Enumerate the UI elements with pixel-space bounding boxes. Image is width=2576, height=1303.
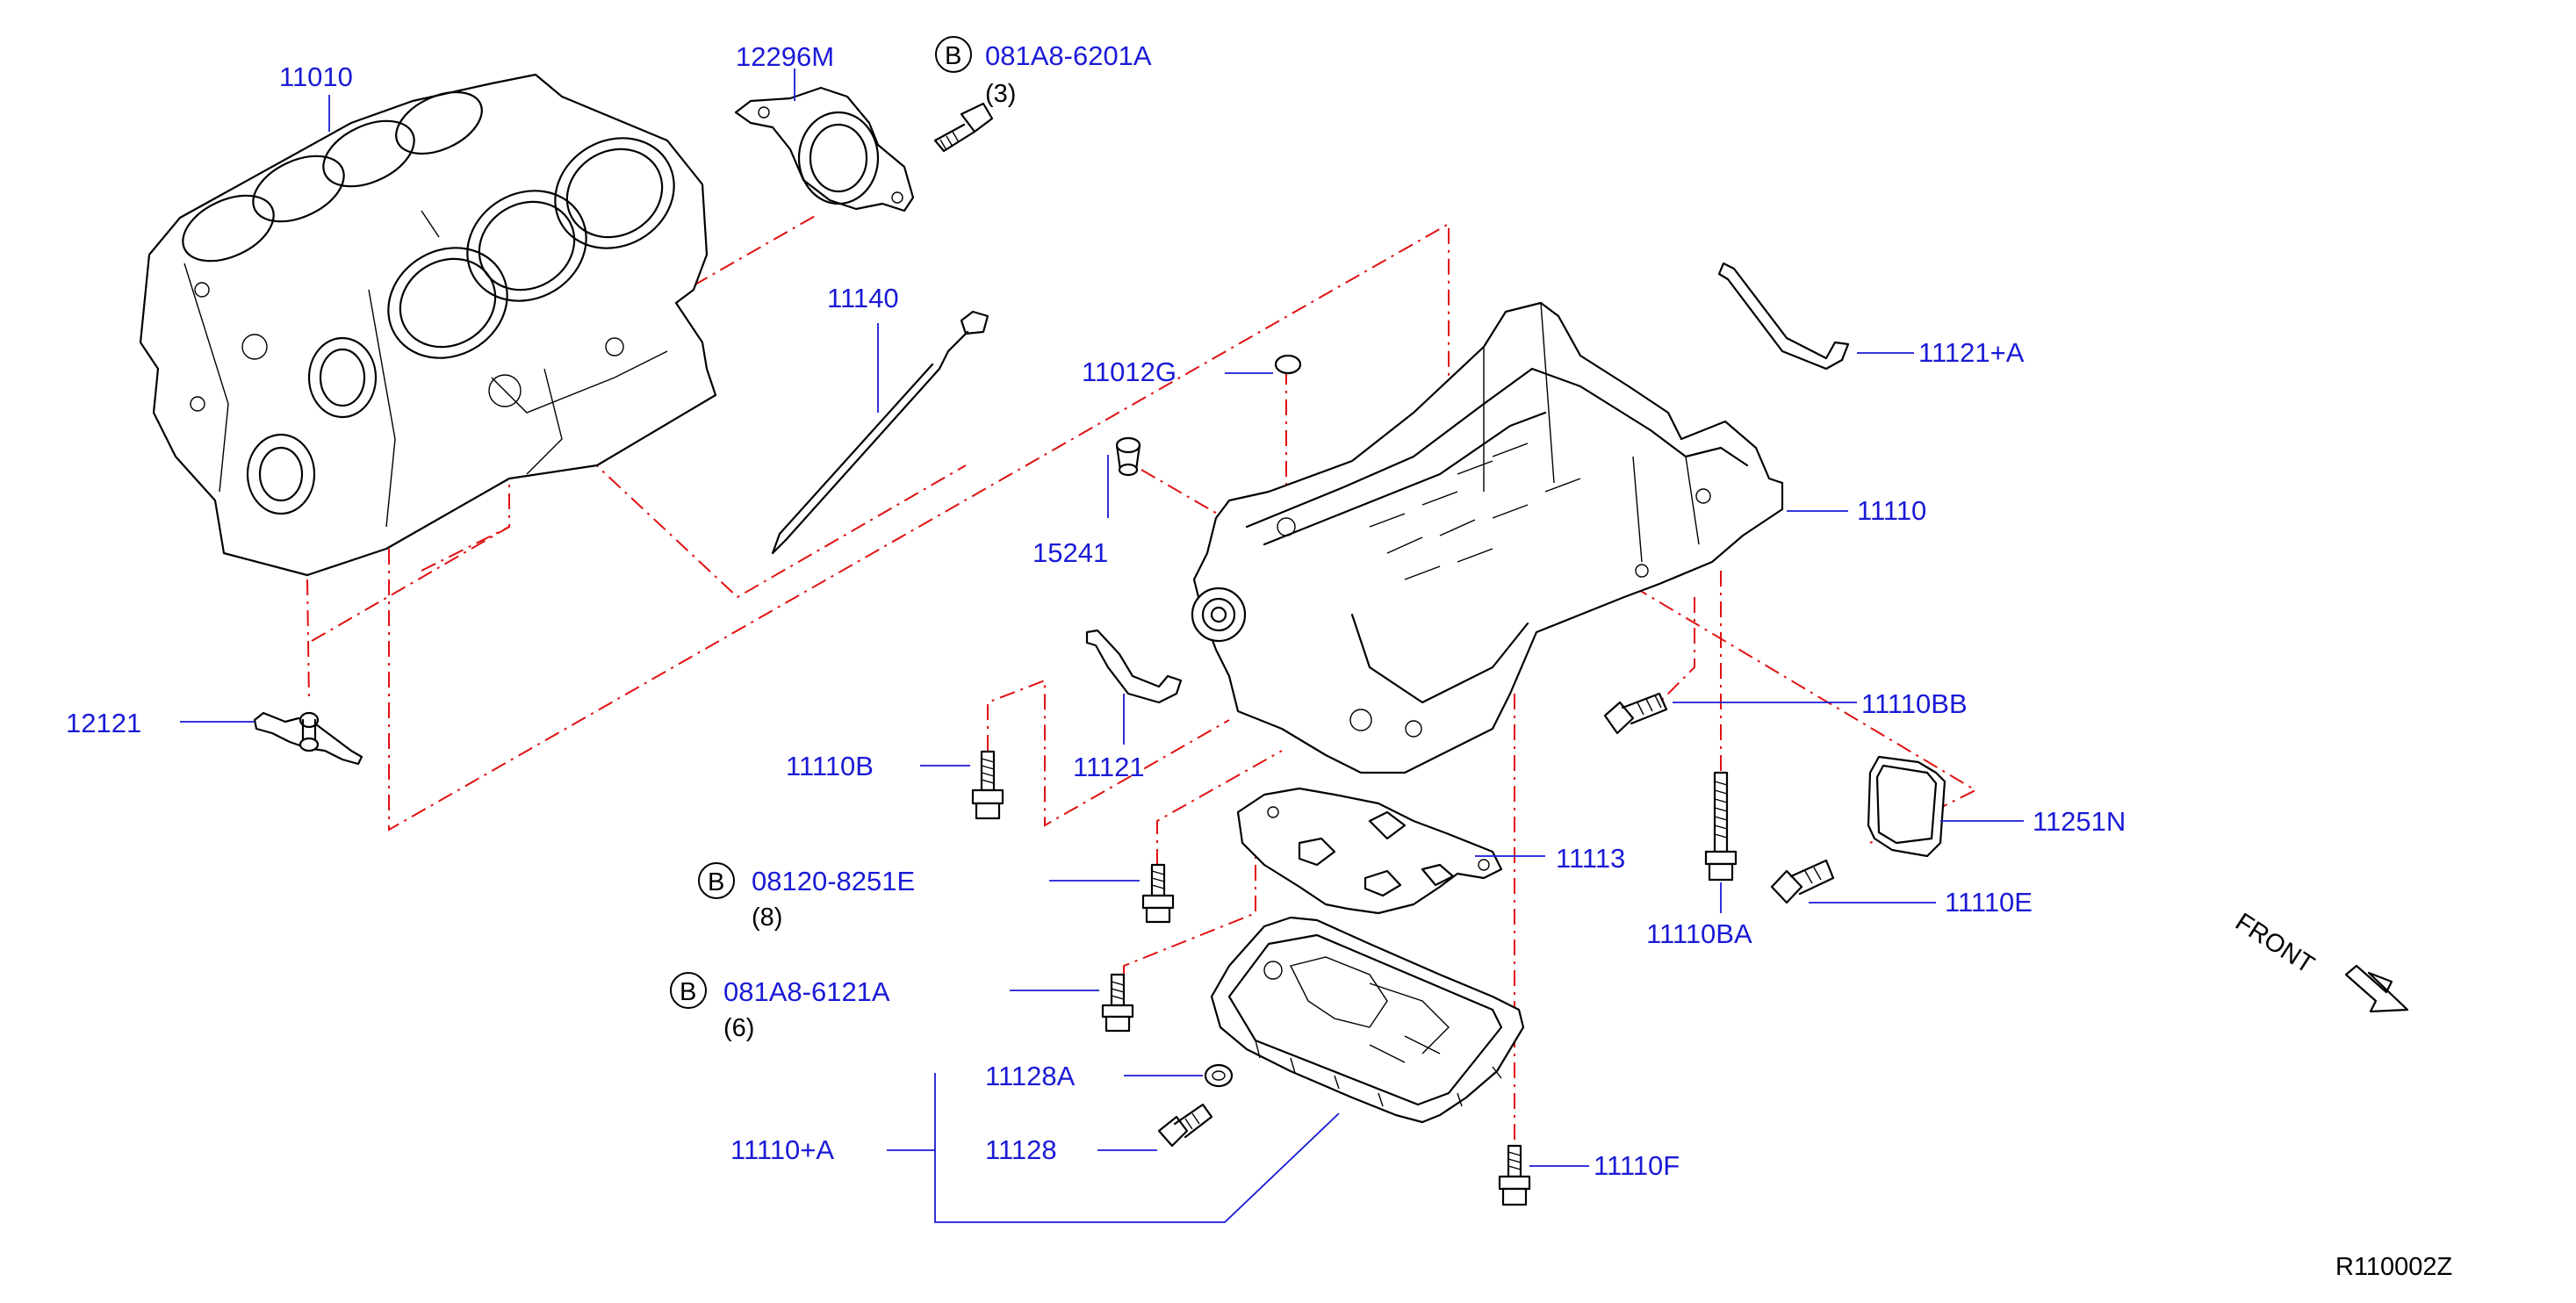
svg-text:B: B	[708, 868, 724, 896]
qty-081a8-6121a: (6)	[723, 1014, 754, 1042]
qty-08120-8251e: (8)	[752, 903, 782, 932]
front-label: FRONT	[2230, 908, 2319, 979]
retainer-bolt[interactable]	[933, 102, 994, 153]
gasket-11113[interactable]	[1236, 787, 1503, 915]
label-11121a[interactable]: 11121+A	[1918, 337, 2025, 368]
qty-081a8-6201a: (3)	[985, 80, 1016, 108]
label-081a8-6121a[interactable]: 081A8-6121A	[723, 976, 890, 1007]
bolt-marker-3: B	[670, 972, 707, 1009]
label-081a8-6201a[interactable]: 081A8-6201A	[985, 40, 1152, 71]
svg-text:B: B	[945, 42, 961, 70]
label-11110b[interactable]: 11110B	[786, 751, 874, 781]
label-11140[interactable]: 11140	[827, 283, 899, 313]
bolt-081a8-6121[interactable]	[1101, 973, 1134, 1033]
lower-oil-pan[interactable]	[1210, 916, 1525, 1124]
bolt-11110bb[interactable]	[1603, 692, 1668, 735]
label-11010[interactable]: 11010	[279, 61, 353, 92]
baffle-11121[interactable]	[1085, 629, 1183, 704]
plug-11012g[interactable]	[1274, 354, 1302, 375]
bolt-11110ba[interactable]	[1704, 771, 1738, 882]
bolt-11110e[interactable]	[1770, 859, 1835, 904]
label-11128[interactable]: 11128	[985, 1134, 1057, 1165]
cylinder-block[interactable]	[139, 73, 717, 577]
rear-oil-seal-retainer[interactable]	[734, 86, 915, 212]
label-12121[interactable]: 12121	[66, 708, 141, 738]
label-11110a[interactable]: 11110+A	[730, 1134, 834, 1165]
bolt-marker-1: B	[935, 36, 972, 73]
upper-oil-pan[interactable]	[1191, 301, 1784, 774]
label-08120-8251e[interactable]: 08120-8251E	[752, 866, 915, 896]
label-11113[interactable]: 11113	[1556, 843, 1625, 874]
bracket-12121[interactable]	[253, 711, 363, 766]
baffle-11121a[interactable]	[1717, 262, 1850, 371]
front-arrow-icon	[2344, 964, 2409, 1013]
label-11110e[interactable]: 11110E	[1945, 887, 2033, 918]
label-12296m[interactable]: 12296M	[736, 41, 834, 72]
part-labels: 11010 12296M B 081A8-6201A (3) 11140 110…	[66, 36, 2452, 1281]
dowel-15241[interactable]	[1115, 436, 1141, 477]
label-11110[interactable]: 11110	[1857, 495, 1926, 526]
leader-lines	[180, 68, 2024, 1223]
cover-11251n[interactable]	[1867, 755, 1946, 858]
bolt-11110b[interactable]	[971, 750, 1004, 820]
reference-code: R110002Z	[2335, 1253, 2452, 1281]
bolt-11110f[interactable]	[1498, 1144, 1531, 1206]
label-11121[interactable]: 11121	[1073, 752, 1145, 782]
washer-11128a[interactable]	[1204, 1063, 1234, 1088]
label-11251n[interactable]: 11251N	[2033, 806, 2126, 837]
label-11012g[interactable]: 11012G	[1082, 356, 1176, 387]
label-15241[interactable]: 15241	[1033, 537, 1108, 568]
label-11110f[interactable]: 11110F	[1594, 1150, 1680, 1181]
bolt-marker-2: B	[698, 862, 735, 899]
oil-level-gauge[interactable]	[771, 310, 989, 555]
label-11128a[interactable]: 11128A	[985, 1061, 1076, 1091]
svg-text:B: B	[680, 978, 696, 1006]
bolt-08120[interactable]	[1141, 863, 1175, 924]
drain-plug-11128[interactable]	[1157, 1103, 1213, 1148]
label-11110ba[interactable]: 11110BA	[1646, 918, 1752, 949]
label-11110bb[interactable]: 11110BB	[1861, 688, 1968, 719]
